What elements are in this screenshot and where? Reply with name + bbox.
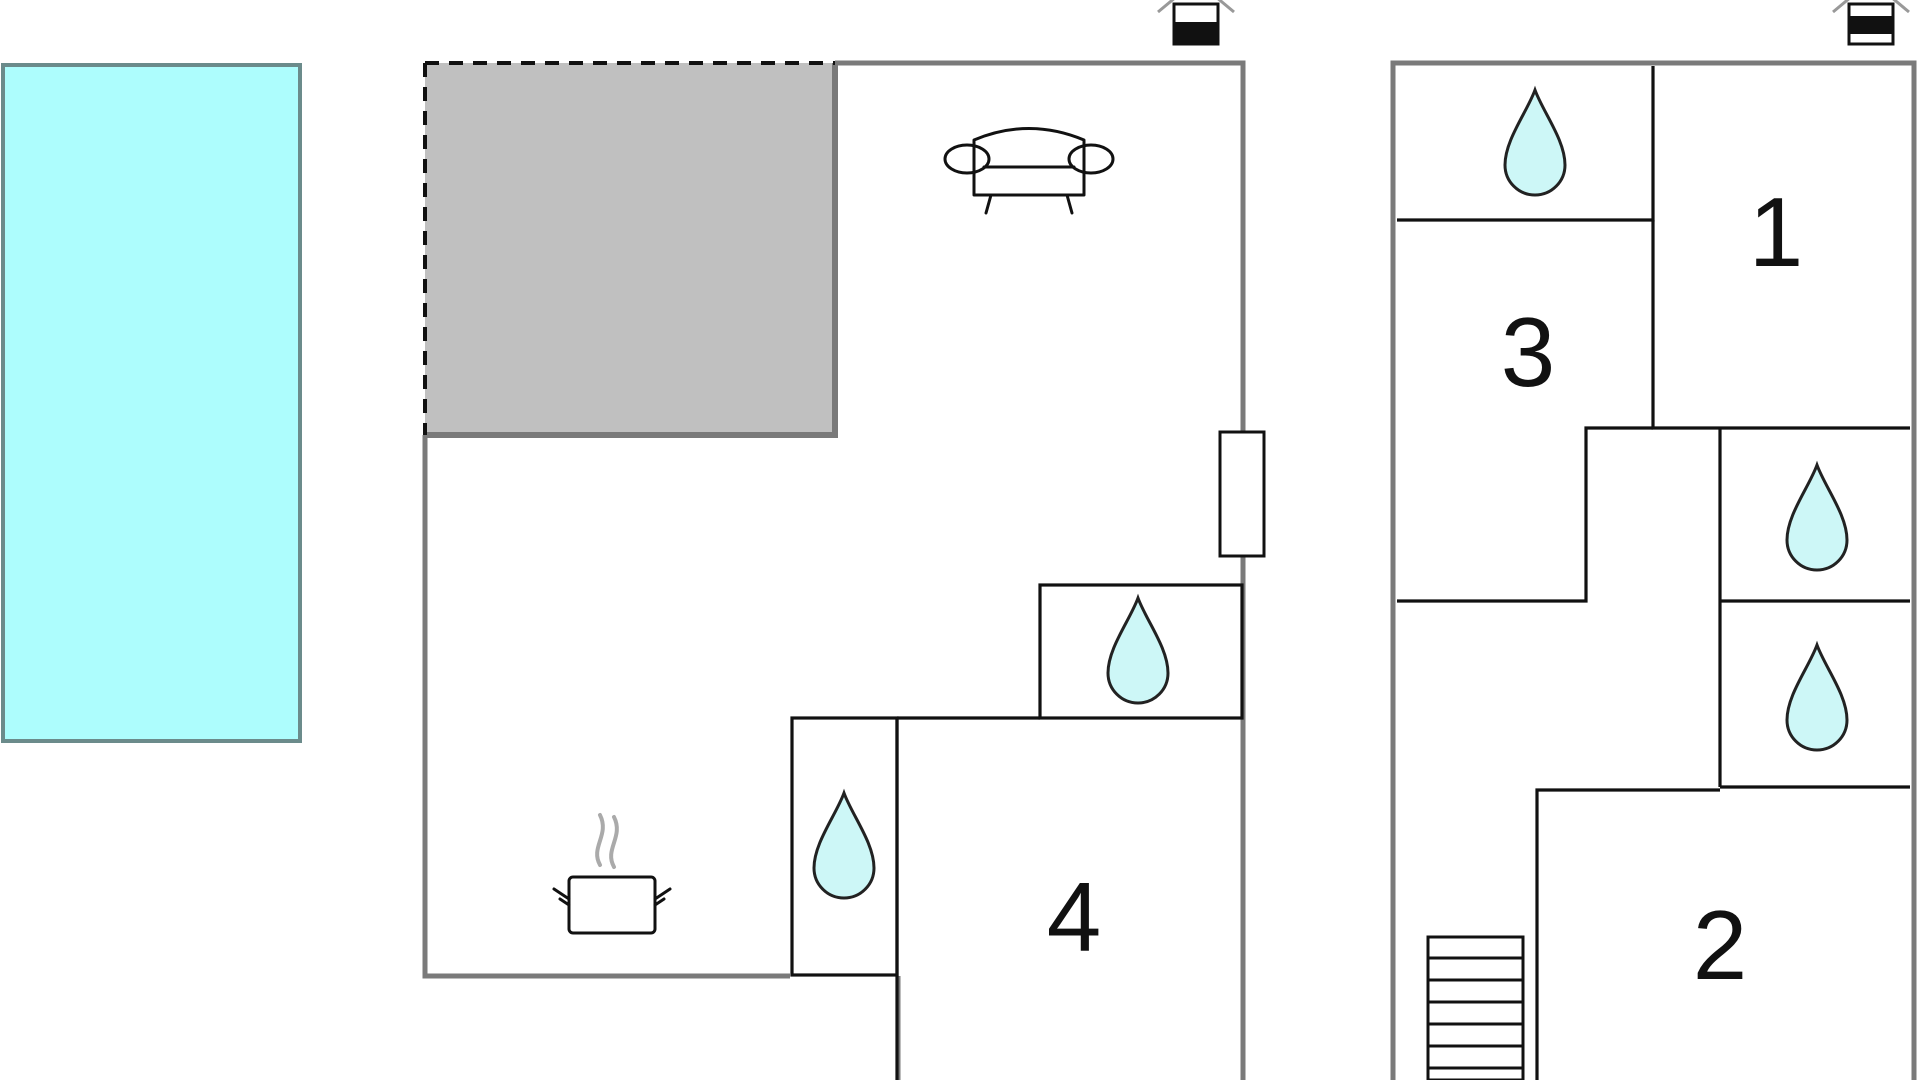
room-wall	[1535, 788, 1720, 1080]
ground-floor: 4	[422, 60, 1266, 1080]
outer-wall	[1390, 60, 1917, 1080]
door-icon	[1218, 430, 1266, 558]
outer-wall	[422, 435, 901, 1080]
room-wall	[1397, 426, 1653, 603]
terrace-open-side	[423, 61, 912, 470]
water-drop-icon	[1785, 463, 1849, 572]
pool	[1, 63, 302, 743]
room-wall	[895, 716, 1040, 1080]
water-drop-icon	[812, 791, 876, 900]
chimney-icon	[1157, 0, 1235, 46]
terrace-edge	[425, 63, 838, 438]
room-number: 1	[1749, 177, 1804, 287]
room-number: 4	[1047, 862, 1102, 972]
water-drop-icon	[1785, 643, 1849, 752]
chimney-icon	[1832, 0, 1910, 46]
bathroom	[1038, 583, 1244, 720]
stairs-icon	[1426, 935, 1525, 1080]
room-number: 3	[1501, 297, 1556, 407]
outer-wall	[835, 60, 1246, 1080]
cooking-pot-icon	[552, 813, 672, 935]
room-number: 2	[1693, 890, 1748, 1000]
covered-terrace	[425, 63, 835, 435]
sofa-icon	[943, 127, 1115, 215]
bathroom	[1718, 428, 1910, 789]
upper-floor: 1 3 2	[1390, 60, 1917, 1080]
water-drop-icon	[1106, 596, 1170, 705]
water-drop-icon	[1503, 88, 1567, 197]
